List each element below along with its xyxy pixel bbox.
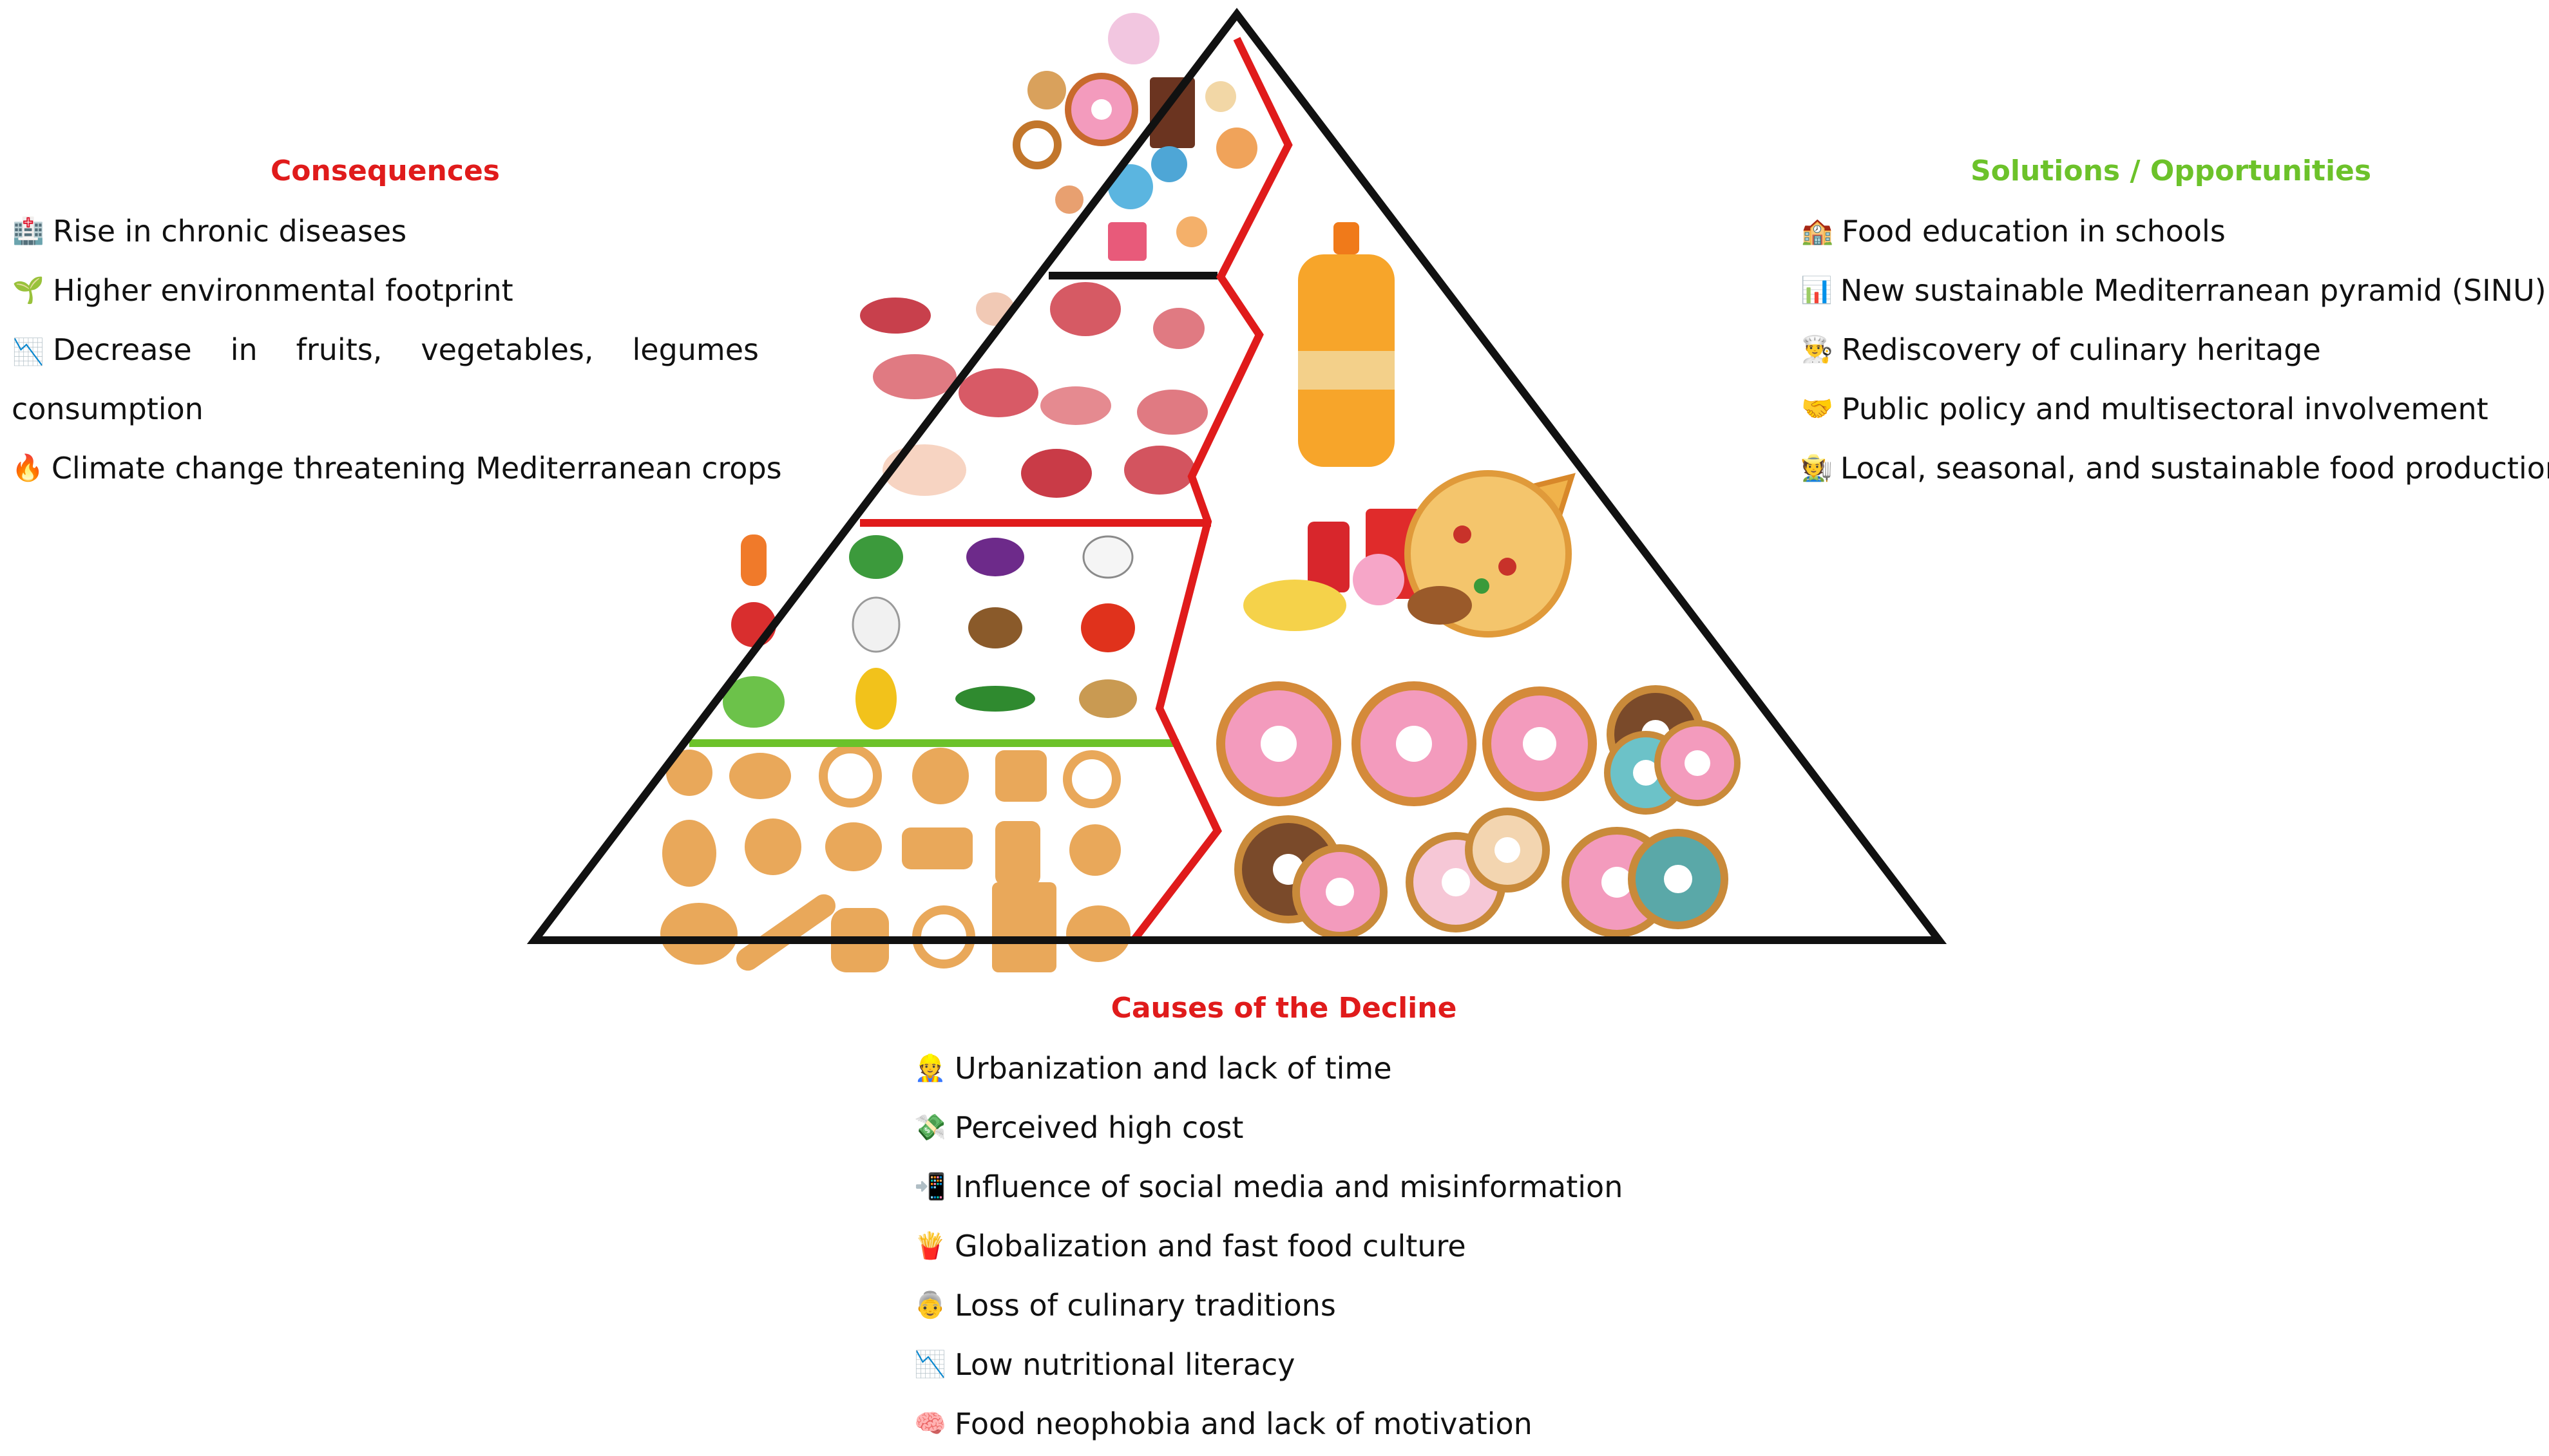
garlic-icon bbox=[1082, 535, 1134, 579]
list-item: 👨‍🍳 Rediscovery of culinary heritage bbox=[1800, 320, 2541, 379]
potato-icon bbox=[1079, 679, 1137, 718]
list-item: 👷 Urbanization and lack of time bbox=[913, 1039, 1654, 1098]
hospital-icon: 🏥 bbox=[12, 216, 44, 246]
fries-icon: 🍟 bbox=[914, 1231, 946, 1261]
list-item-text: Perceived high cost bbox=[955, 1110, 1244, 1145]
list-item-text: Influence of social media and misinforma… bbox=[955, 1169, 1623, 1204]
list-item: 🏫 Food education in schools bbox=[1800, 202, 2541, 261]
handshake-icon: 🤝 bbox=[1801, 394, 1833, 424]
eggplant-icon bbox=[966, 538, 1024, 576]
list-item-text: New sustainable Mediterranean pyramid (S… bbox=[1840, 273, 2546, 308]
causes-title: Causes of the Decline bbox=[1111, 992, 1457, 1025]
list-item-text: Globalization and fast food culture bbox=[955, 1229, 1466, 1263]
mobile-phone-icon: 📲 bbox=[914, 1172, 946, 1202]
solutions-panel: Solutions / Opportunities 🏫 Food educatio… bbox=[1800, 155, 2549, 498]
radish-icon bbox=[852, 596, 901, 653]
cupcake-icon bbox=[1108, 13, 1160, 64]
vegetables-tier bbox=[723, 534, 1137, 730]
bar-chart-icon: 📊 bbox=[1800, 276, 1833, 305]
list-item-text: Higher environmental footprint bbox=[53, 273, 513, 308]
carrot-icon bbox=[741, 534, 767, 586]
list-item-text: Low nutritional literacy bbox=[955, 1347, 1295, 1382]
list-item: 🧠 Food neophobia and lack of motivation bbox=[913, 1394, 1654, 1453]
soda-bottle-icon bbox=[1298, 222, 1395, 467]
list-item: 📉Decrease in fruits, vegetables, legumes… bbox=[12, 320, 759, 439]
office-worker-icon: 👷 bbox=[914, 1054, 946, 1083]
list-item: 📊New sustainable Mediterranean pyramid (… bbox=[1800, 261, 2546, 320]
cucumber-icon bbox=[955, 686, 1035, 712]
sweets-tier bbox=[1013, 13, 1257, 261]
fast-food-group bbox=[1243, 470, 1576, 638]
list-item-text: Food education in schools bbox=[1842, 214, 2226, 249]
donuts-group bbox=[1216, 681, 1741, 940]
school-icon: 🏫 bbox=[1801, 216, 1833, 246]
list-item-text: Public policy and multisectoral involvem… bbox=[1842, 392, 2488, 426]
ice-cream-icon bbox=[1353, 554, 1404, 605]
grandmother-icon: 👵 bbox=[914, 1291, 946, 1320]
pretzel-icon bbox=[1013, 120, 1062, 169]
consequences-panel: Consequences 🏥 Rise in chronic diseases 🌱… bbox=[12, 155, 782, 498]
causes-list: 👷 Urbanization and lack of time 💸 Perceive… bbox=[913, 1039, 1654, 1453]
soda-can-icon bbox=[1308, 522, 1350, 592]
list-item-text: Loss of culinary traditions bbox=[955, 1288, 1336, 1323]
lettuce-icon bbox=[849, 535, 903, 579]
list-item: 🌱 Higher environmental footprint bbox=[12, 261, 759, 320]
list-item: 🏥 Rise in chronic diseases bbox=[12, 202, 759, 261]
farmer-icon: 🧑‍🌾 bbox=[1800, 453, 1833, 483]
solutions-title: Solutions / Opportunities bbox=[1970, 155, 2372, 187]
list-item: 📉 Low nutritional literacy bbox=[913, 1335, 1654, 1394]
sausage-icon bbox=[1021, 449, 1092, 498]
pyramid-outline bbox=[526, 8, 1947, 944]
seedling-icon: 🌱 bbox=[12, 276, 44, 305]
list-item-text: Food neophobia and lack of motivation bbox=[955, 1406, 1532, 1441]
consequences-title: Consequences bbox=[271, 155, 500, 187]
meat-icon bbox=[873, 354, 957, 399]
list-item-text: Decrease in fruits, vegetables, legumes … bbox=[12, 332, 759, 426]
chocolate-bar-icon bbox=[1150, 77, 1195, 148]
solutions-list: 🏫 Food education in schools 📊New sustaina… bbox=[1800, 202, 2549, 498]
chart-decreasing-icon: 📉 bbox=[914, 1350, 946, 1379]
list-item: 🔥Climate change threatening Mediterranea… bbox=[12, 439, 782, 498]
causes-panel: Causes of the Decline 👷 Urbanization and … bbox=[913, 992, 1654, 1453]
corn-icon bbox=[855, 668, 897, 730]
fire-icon: 🔥 bbox=[12, 453, 44, 483]
cabbage-icon bbox=[723, 676, 785, 728]
onion-icon bbox=[968, 607, 1022, 648]
list-item: 👵 Loss of culinary traditions bbox=[913, 1276, 1654, 1335]
pepper-icon bbox=[1081, 603, 1135, 652]
red-zigzag-divider bbox=[1131, 37, 1293, 943]
tier-dividers bbox=[689, 37, 1293, 943]
muffin-icon bbox=[1216, 128, 1257, 169]
list-item: 🧑‍🌾Local, seasonal, and sustainable food… bbox=[1800, 439, 2549, 498]
meat-tier bbox=[860, 282, 1208, 498]
list-item: 💸 Perceived high cost bbox=[913, 1098, 1654, 1157]
list-item-text: Urbanization and lack of time bbox=[955, 1051, 1392, 1086]
chips-icon bbox=[1243, 580, 1346, 631]
consequences-list: 🏥 Rise in chronic diseases 🌱 Higher enviro… bbox=[12, 202, 782, 498]
chart-decreasing-icon: 📉 bbox=[12, 337, 44, 367]
brain-icon: 🧠 bbox=[914, 1409, 946, 1439]
chef-icon: 👨‍🍳 bbox=[1801, 335, 1833, 364]
list-item: 🍟 Globalization and fast food culture bbox=[913, 1216, 1654, 1276]
list-item: 🤝 Public policy and multisectoral involve… bbox=[1800, 379, 2541, 439]
list-item-text: Local, seasonal, and sustainable food pr… bbox=[1840, 451, 2549, 486]
list-item: 📲 Influence of social media and misinform… bbox=[913, 1157, 1654, 1216]
lollipop-icon bbox=[1151, 146, 1187, 182]
list-item-text: Rediscovery of culinary heritage bbox=[1842, 332, 2321, 367]
list-item-text: Climate change threatening Mediterranean… bbox=[51, 451, 782, 486]
list-item-text: Rise in chronic diseases bbox=[53, 214, 407, 249]
money-icon: 💸 bbox=[914, 1113, 946, 1142]
cookie-icon bbox=[1027, 71, 1066, 109]
